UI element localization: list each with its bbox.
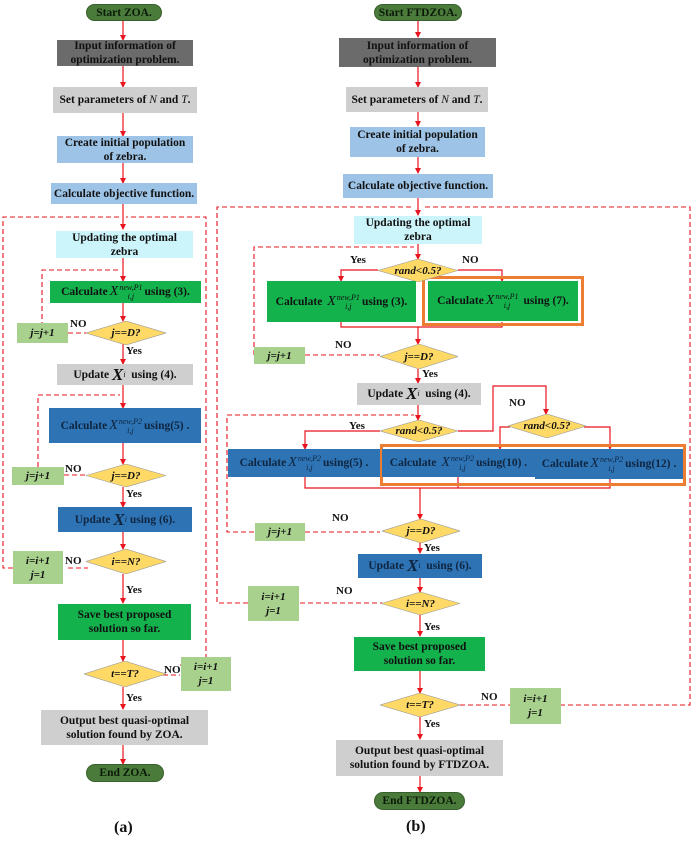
a-yes-label-1: Yes <box>126 345 142 357</box>
a-population-line1: Create initial population <box>64 136 186 149</box>
a-input-line2: optimization problem. <box>70 54 180 66</box>
a-decision-tT-label: t==T? <box>111 668 139 680</box>
a-yes-label-4: Yes <box>126 692 142 704</box>
a-decision-iN-label: i==N? <box>111 555 141 568</box>
a-end-terminal: End ZOA. <box>86 764 164 782</box>
b-counter-j-2: j=j+1 <box>255 523 305 541</box>
a-yes-label-2: Yes <box>126 488 142 500</box>
b-no-label-jD1: NO <box>335 339 352 351</box>
b-decision-rand-2: rand<0.5? <box>380 420 458 442</box>
b-decision-tT: t==T? <box>380 693 460 717</box>
highlight-frame-p2 <box>380 444 686 486</box>
b-start-terminal: Start FTDZOA. <box>374 4 462 21</box>
a-no-label-3: NO <box>65 555 82 567</box>
b-yes-label-rand2: Yes <box>349 420 365 432</box>
b-no-label-rand2: NO <box>509 397 526 409</box>
a-no-label-4: NO <box>164 664 181 676</box>
flow-arrows-b <box>302 20 613 793</box>
a-params-label: Set parameters of N and T. <box>59 94 191 106</box>
b-yes-label-tT: Yes <box>424 718 440 730</box>
a-decision-jD-2: j==D? <box>86 464 166 487</box>
b-yes-label-iN: Yes <box>424 621 440 633</box>
a-no-label-2: NO <box>65 463 82 475</box>
b-no-label-rand1: NO <box>462 254 479 266</box>
a-counter-j-1: j=j+1 <box>17 323 68 343</box>
b-no-label-tT: NO <box>481 691 498 703</box>
a-decision-jD-1-label: j==D? <box>111 327 141 339</box>
b-decision-jD-2: j==D? <box>382 519 460 543</box>
a-no-label-1: NO <box>70 318 87 330</box>
a-input-line1: Input information of <box>74 40 176 52</box>
b-decision-iN: i==N? <box>381 592 460 615</box>
a-counter-j-2: j=j+1 <box>12 467 64 485</box>
a-decision-jD-2-label: j==D? <box>111 469 141 482</box>
a-params-box: Set parameters of N and T. <box>53 87 197 113</box>
a-population-line2: of zebra. <box>103 150 147 163</box>
b-decision-rand-1: rand<0.5? <box>378 259 458 282</box>
a-yes-label-3: Yes <box>126 584 142 596</box>
b-objective-box: Calculate objective function. <box>343 174 493 198</box>
a-updating-line2: zebra <box>110 245 139 258</box>
b-yes-label-jD1: Yes <box>422 368 438 380</box>
b-decision-jD-1: j==D? <box>380 344 458 369</box>
caption-b: (b) <box>406 818 426 835</box>
b-decision-rand-3: rand<0.5? <box>508 414 586 438</box>
b-no-label-jD2: NO <box>332 512 349 524</box>
a-objective-label: Calculate objective function. <box>53 187 195 200</box>
b-no-label-iN: NO <box>336 585 353 597</box>
b-end-terminal: End FTDZOA. <box>374 792 465 810</box>
caption-a: (a) <box>114 819 133 836</box>
a-updating-line1: Updating the optimal <box>72 231 177 244</box>
a-decision-jD-1: j==D? <box>86 321 166 345</box>
a-input-box: Input information of optimization problem… <box>57 40 193 66</box>
a-decision-tT: t==T? <box>84 661 166 687</box>
a-decision-iN: i==N? <box>86 549 166 574</box>
b-yes-label-jD2: Yes <box>424 542 440 554</box>
b-params-label: Set parameters of N and T. <box>351 93 483 106</box>
a-start-label: Start ZOA. <box>96 6 152 19</box>
b-params-box: Set parameters of N and T. <box>346 87 488 112</box>
b-counter-j-1: j=j+1 <box>254 347 305 364</box>
a-objective-box: Calculate objective function. <box>51 183 197 204</box>
a-start-terminal: Start ZOA. <box>86 4 162 21</box>
b-yes-label-rand1: Yes <box>350 254 366 266</box>
